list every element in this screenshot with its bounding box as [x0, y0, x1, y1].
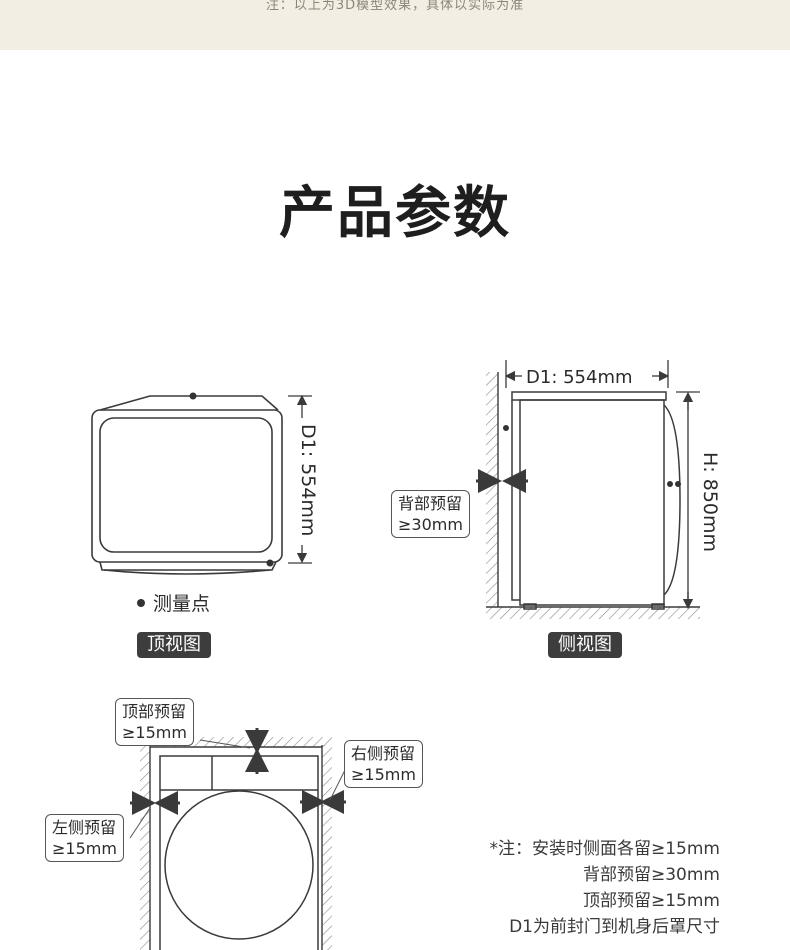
installation-notes: *注：安装时侧面各留≥15mm 背部预留≥30mm 顶部预留≥15mm D1为前…: [490, 836, 721, 940]
side-view-floor: [486, 607, 700, 619]
measure-point-legend: 测量点: [137, 589, 210, 616]
front-right-wall: [322, 745, 332, 950]
note-line: D1为前封门到机身后罩尺寸: [509, 917, 720, 937]
top-view-depth-label: D1: 554mm: [297, 424, 319, 536]
front-left-wall: [140, 745, 150, 950]
side-view-depth-label: D1: 554mm: [526, 367, 633, 388]
side-view-height-dimension: [676, 391, 700, 610]
measure-point-rear: [189, 392, 197, 400]
note-line: 顶部预留≥15mm: [583, 891, 720, 911]
side-view-depth-dimension: [504, 360, 670, 388]
right-clearance-callout: 右侧预留 ≥15mm: [344, 740, 423, 788]
front-ceiling: [150, 737, 332, 747]
left-clearance-callout: 左侧预留 ≥15mm: [45, 814, 124, 862]
right-clearance-title: 右侧预留: [351, 744, 416, 763]
side-view-height-label: H: 850mm: [699, 452, 721, 552]
side-view-badge: 侧视图: [548, 632, 622, 658]
front-view-washer: [159, 755, 319, 950]
side-view-wall: [486, 372, 498, 606]
measure-point-back: [503, 425, 509, 431]
note-line: 背部预留≥30mm: [583, 865, 720, 885]
side-view-washer: [511, 391, 681, 610]
left-clearance-title: 左侧预留: [52, 818, 117, 837]
left-clearance-value: ≥15mm: [52, 839, 117, 858]
top-clearance-value: ≥15mm: [122, 723, 187, 742]
top-clearance-title: 顶部预留: [122, 702, 187, 721]
right-clearance-value: ≥15mm: [351, 765, 416, 784]
note-line: *注：安装时侧面各留≥15mm: [489, 839, 721, 859]
top-banner: 注：以上为3D模型效果，具体以实际为准: [0, 0, 790, 50]
top-view-depth-dimension: [288, 394, 312, 564]
legend-label: 测量点: [153, 593, 211, 615]
page-title: 产品参数: [279, 181, 511, 246]
back-clearance-callout: 背部预留 ≥30mm: [391, 490, 470, 538]
measure-point-front: [266, 559, 274, 567]
measure-point-dot-icon: [137, 598, 145, 607]
disclaimer-note: 注：以上为3D模型效果，具体以实际为准: [265, 0, 525, 13]
measure-point-door-2: [675, 481, 681, 487]
top-clearance-callout: 顶部预留 ≥15mm: [115, 698, 194, 746]
measure-point-door: [667, 481, 673, 487]
back-clearance-title: 背部预留: [398, 494, 463, 513]
top-view-washer: [91, 395, 283, 575]
top-view-badge: 顶视图: [137, 632, 211, 658]
back-clearance-value: ≥30mm: [398, 515, 463, 534]
